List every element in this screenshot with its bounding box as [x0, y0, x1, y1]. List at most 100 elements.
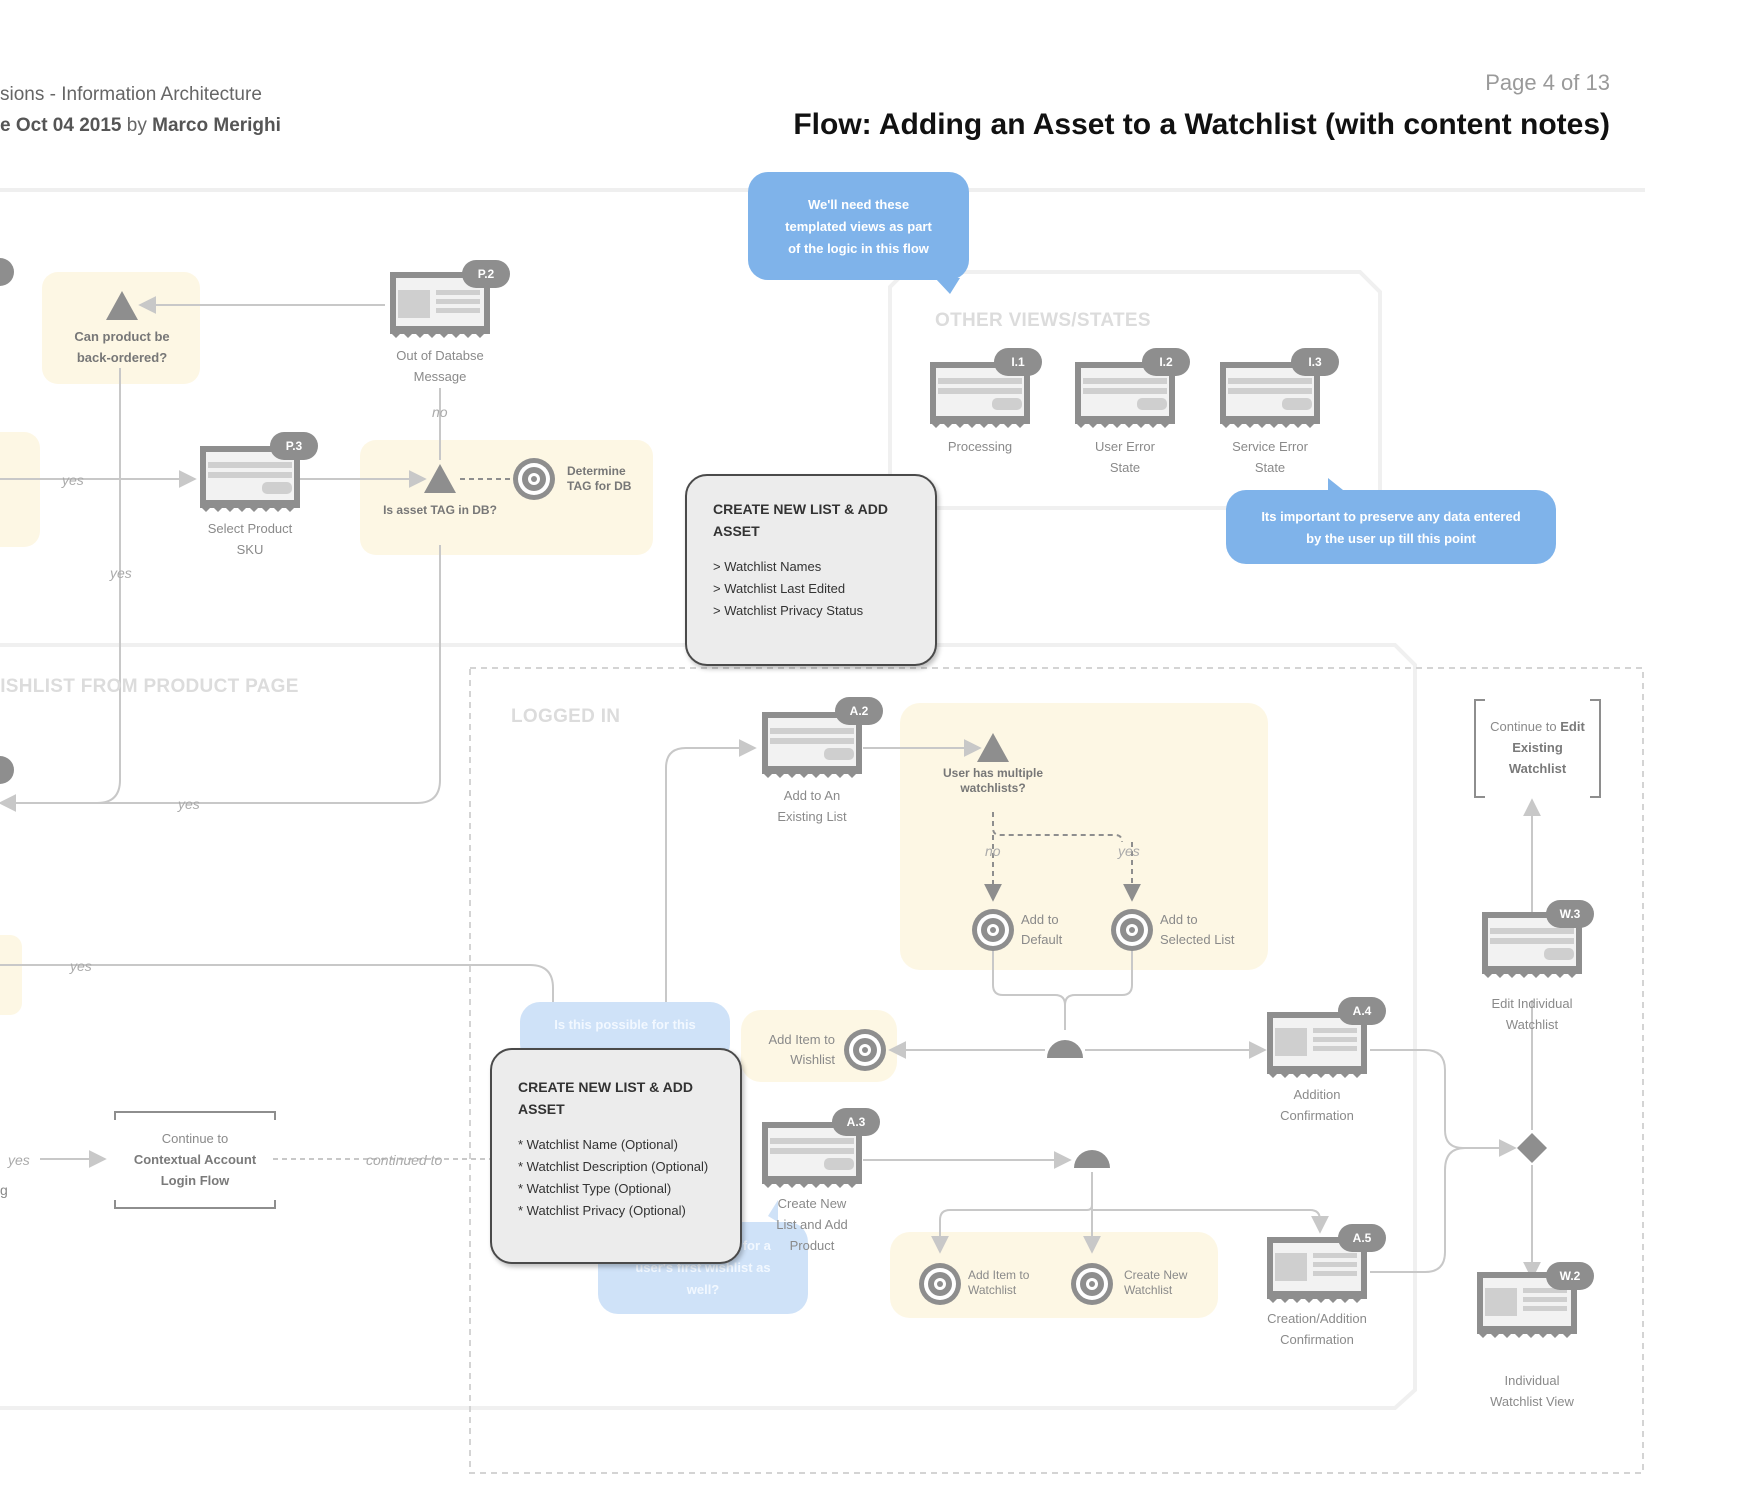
- continue-login-line2: Contextual Account: [133, 1152, 257, 1167]
- label-i2-line2: State: [1109, 460, 1141, 475]
- edge-yes-login: yes: [8, 1152, 30, 1168]
- merge-node-1: [1047, 1040, 1083, 1058]
- label-a2-line1: Add to An: [783, 788, 841, 803]
- process-determine-tag: Determine TAG for DB: [567, 464, 631, 494]
- process-add-item-wishlist-line2: Wishlist: [790, 1052, 835, 1067]
- process-create-new-watchlist: Create New Watchlist: [1124, 1268, 1187, 1298]
- card-bottom-title-1: CREATE NEW LIST & ADD: [518, 1079, 693, 1095]
- decision-multiple-line1: User has multiple: [942, 766, 1044, 780]
- process-create-new-line2: Watchlist: [1124, 1283, 1173, 1297]
- logged-in-panel: [469, 667, 1644, 1474]
- card-create-list-top: CREATE NEW LIST & ADD ASSET > Watchlist …: [685, 474, 937, 666]
- label-a4: Addition Confirmation: [1247, 1084, 1387, 1126]
- process-create-new-line1: Create New: [1124, 1268, 1188, 1282]
- label-w3: Edit Individual Watchlist: [1462, 993, 1602, 1035]
- card-top-title-2: ASSET: [713, 523, 760, 539]
- tag-a4: A.4: [1338, 997, 1386, 1025]
- edge-yes-mid: yes: [110, 565, 132, 581]
- label-i3-line1: Service Error: [1232, 439, 1308, 454]
- section-other-views: OTHER VIEWS/STATES: [935, 310, 1151, 331]
- card-bottom-item: * Watchlist Privacy (Optional): [518, 1203, 686, 1218]
- label-p2-line2: Message: [413, 369, 467, 384]
- edge-yes-mid2: yes: [70, 958, 92, 974]
- process-determine-line1: Determine: [567, 464, 626, 478]
- card-bottom-item: * Watchlist Type (Optional): [518, 1181, 672, 1196]
- process-determine-line2: TAG for DB: [567, 479, 632, 493]
- label-a3-line3: Product: [789, 1238, 835, 1253]
- continue-edit-line1: Continue to: [1490, 719, 1561, 734]
- tag-zone: [360, 440, 653, 555]
- bubble-first-line3: well?: [686, 1282, 720, 1297]
- tag-p3: P.3: [270, 432, 318, 460]
- label-p2: Out of Databse Message: [370, 345, 510, 387]
- label-w2: Individual Watchlist View: [1462, 1370, 1602, 1412]
- merge-node-2: [1074, 1150, 1110, 1168]
- document-date-author: e Oct 04 2015 by Marco Merighi: [0, 115, 281, 137]
- continue-login-line3: Login Flow: [160, 1173, 230, 1188]
- tag-a3: A.3: [832, 1108, 880, 1136]
- decision-multiple: User has multiple watchlists?: [918, 766, 1068, 796]
- tag-a5: A.5: [1338, 1224, 1386, 1252]
- edge-no-top: no: [432, 404, 448, 420]
- label-a2: Add to An Existing List: [742, 785, 882, 827]
- edge-yes-bottom: yes: [178, 796, 200, 812]
- label-a4-line2: Confirmation: [1280, 1108, 1354, 1123]
- label-a3-line2: List and Add: [776, 1217, 848, 1232]
- label-a2-line2: Existing List: [777, 809, 847, 824]
- create-zone: [890, 1232, 1218, 1318]
- label-p3-line2: SKU: [236, 542, 264, 557]
- page-number: Page 4 of 13: [1485, 70, 1610, 95]
- triangle-multiple: [977, 733, 1009, 762]
- process-add-item-watchlist: Add Item to Watchlist: [968, 1268, 1029, 1298]
- process-add-item-wishlist-line1: Add Item to: [768, 1032, 835, 1047]
- decision-backorder: Can product be back-ordered?: [52, 326, 192, 368]
- edge-cut-text: g: [0, 1182, 8, 1198]
- triangle-backorder: [106, 291, 138, 320]
- tag-w2: W.2: [1546, 1262, 1594, 1290]
- document-title: sions - Information Architecture: [0, 84, 262, 105]
- card-top-item: > Watchlist Names: [713, 559, 822, 574]
- bubble-templated: We'll need these templated views as part…: [748, 172, 969, 280]
- label-w2-line1: Individual: [1504, 1373, 1560, 1388]
- continue-edit-watchlist[interactable]: Continue to Edit Existing Watchlist: [1475, 716, 1600, 779]
- bubble-preserve-line1: Its important to preserve any data enter…: [1261, 509, 1521, 524]
- bubble-templated-line3: of the logic in this flow: [788, 241, 929, 256]
- decision-tag-in-db: Is asset TAG in DB?: [383, 503, 497, 517]
- tag-i3: I.3: [1291, 348, 1339, 376]
- process-add-selected: Add to Selected List: [1160, 910, 1234, 950]
- label-i1-line1: Processing: [947, 439, 1013, 454]
- continue-edit-bold: Edit: [1560, 719, 1585, 734]
- process-add-selected-line1: Add to: [1160, 912, 1198, 927]
- doc-date: e Oct 04 2015: [0, 115, 122, 136]
- left-zone-2: [0, 935, 22, 1015]
- label-i2-line1: User Error: [1095, 439, 1155, 454]
- process-add-item-watchlist-line1: Add Item to: [968, 1268, 1030, 1282]
- label-a5-line1: Creation/Addition: [1267, 1311, 1367, 1326]
- label-w3-line2: Watchlist: [1505, 1017, 1559, 1032]
- label-p3-line1: Select Product: [207, 521, 293, 536]
- label-i3: Service Error State: [1200, 436, 1340, 478]
- label-w3-line1: Edit Individual: [1491, 996, 1573, 1011]
- continue-login-flow[interactable]: Continue to Contextual Account Login Flo…: [115, 1128, 275, 1191]
- edit-bracket: [1474, 699, 1601, 798]
- tag-w3: W.3: [1546, 900, 1594, 928]
- process-add-item-wishlist: Add Item to Wishlist: [755, 1030, 835, 1070]
- card-top-title-1: CREATE NEW LIST & ADD: [713, 501, 888, 517]
- section-logged-in: LOGGED IN: [511, 706, 621, 727]
- tag-i1: I.1: [994, 348, 1042, 376]
- tag-a2: A.2: [835, 697, 883, 725]
- label-p2-line1: Out of Databse: [396, 348, 484, 363]
- continue-login-line1: Continue to: [161, 1131, 229, 1146]
- bubble-preserve-line2: by the user up till this point: [1306, 531, 1476, 546]
- card-bottom-item: * Watchlist Description (Optional): [518, 1159, 709, 1174]
- decision-backorder-line1: Can product be: [74, 329, 170, 344]
- process-add-default-line1: Add to: [1021, 912, 1059, 927]
- label-a3: Create New List and Add Product: [742, 1193, 882, 1256]
- bubble-templated-line1: We'll need these: [807, 197, 910, 212]
- label-i1: Processing: [910, 436, 1050, 457]
- process-add-selected-line2: Selected List: [1160, 932, 1235, 947]
- bubble-possible-line1: Is this possible for this: [554, 1017, 696, 1032]
- decision-multiple-line2: watchlists?: [960, 781, 1026, 795]
- bubble-preserve: Its important to preserve any data enter…: [1226, 490, 1556, 564]
- flow-title: Flow: Adding an Asset to a Watchlist (wi…: [793, 108, 1610, 141]
